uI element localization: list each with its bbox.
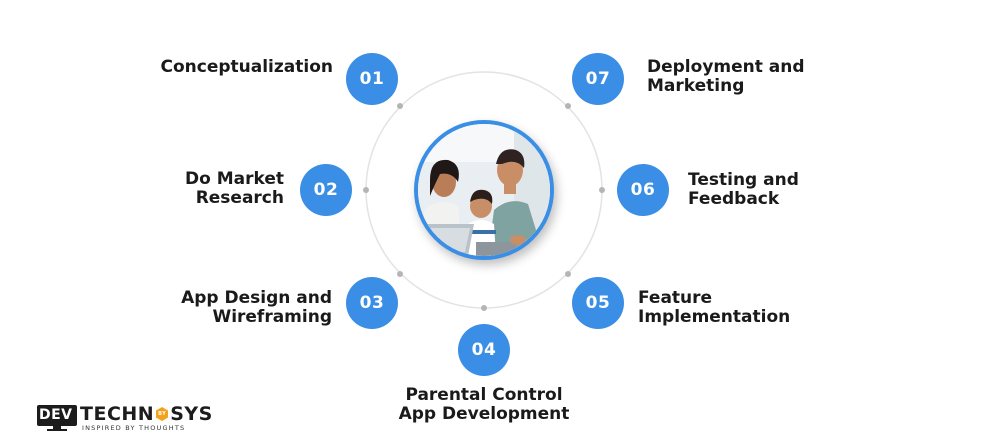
- step-label-05: Feature Implementation: [638, 289, 790, 327]
- hexagon-icon: BY: [155, 407, 169, 421]
- ring-dot-05: [565, 271, 571, 277]
- ring-dot-02: [363, 187, 369, 193]
- step-badge-02: 02: [300, 164, 352, 216]
- logo-main-text: TECHN BY SYS: [80, 404, 213, 424]
- step-badge-04: 04: [458, 324, 510, 376]
- step-badge-06: 06: [617, 164, 669, 216]
- logo-tagline: INSPIRED BY THOUGHTS: [82, 424, 186, 432]
- dev-monitor-icon: DEV: [36, 404, 78, 431]
- step-label-07-line-2: Marketing: [647, 76, 745, 96]
- logo-wordmark: TECHN BY SYS INSPIRED BY THOUGHTS: [80, 404, 213, 432]
- step-label-02-line-2: Research: [195, 188, 284, 208]
- step-badge-01: 01: [346, 53, 398, 105]
- step-label-03-line-1: App Design and: [181, 288, 332, 308]
- family-illustration: [418, 124, 550, 256]
- step-label-04-line-1: Parental Control: [405, 385, 563, 405]
- logo-dev-text: DEV: [39, 407, 73, 423]
- step-label-03: App Design and Wireframing: [181, 289, 332, 327]
- step-label-04-line-2: App Development: [398, 404, 570, 424]
- logo-hex-letters: BY: [158, 411, 167, 417]
- devtechnosys-logo: DEV TECHN BY SYS INSPIRED BY THOUGHTS: [36, 404, 213, 432]
- logo-main-right: SYS: [170, 403, 213, 425]
- step-label-02-line-1: Do Market: [185, 169, 284, 189]
- step-label-07-line-1: Deployment and: [647, 57, 805, 77]
- step-badge-03: 03: [346, 277, 398, 329]
- ring-dot-06: [599, 187, 605, 193]
- family-at-laptop-photo: [414, 120, 554, 260]
- step-label-06-line-1: Testing and: [688, 170, 799, 190]
- step-label-05-line-2: Implementation: [638, 307, 791, 327]
- step-label-01-line-1: Conceptualization: [160, 57, 334, 77]
- step-label-02: Do Market Research: [185, 170, 284, 208]
- step-label-01: Conceptualization: [161, 58, 334, 77]
- step-label-05-line-1: Feature: [638, 288, 713, 308]
- step-label-06: Testing and Feedback: [688, 171, 799, 209]
- step-badge-07: 07: [572, 53, 624, 105]
- step-label-06-line-2: Feedback: [688, 189, 780, 209]
- ring-dot-07: [565, 103, 571, 109]
- ring-dot-01: [397, 103, 403, 109]
- step-label-04: Parental Control App Development: [384, 386, 584, 424]
- step-label-03-line-2: Wireframing: [212, 307, 332, 327]
- step-label-07: Deployment and Marketing: [647, 58, 805, 96]
- logo-main-left: TECHN: [80, 403, 155, 425]
- step-badge-05: 05: [572, 277, 624, 329]
- ring-dot-03: [397, 271, 403, 277]
- ring-dot-04: [481, 305, 487, 311]
